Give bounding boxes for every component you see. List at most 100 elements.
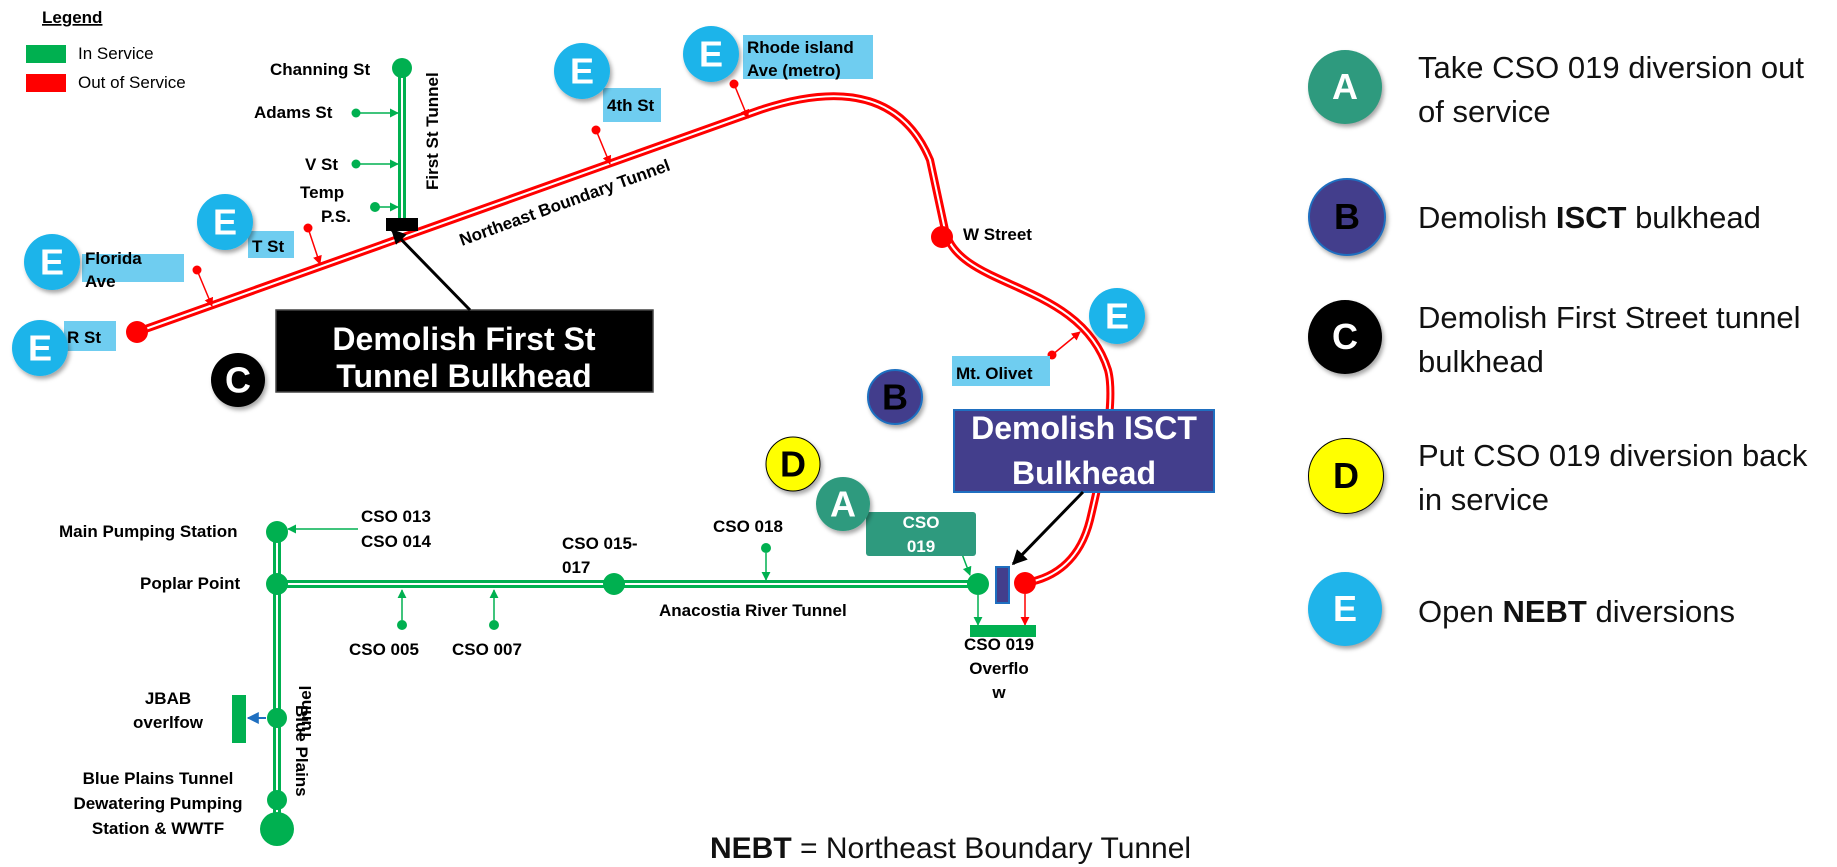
svg-text:E: E: [213, 202, 237, 243]
first-st-tunnel: First St Tunnel Channing St Adams St V S…: [254, 58, 442, 226]
legend-title: Legend: [42, 8, 102, 27]
step-text-content: Demolish First Street tunnel bulkhead: [1418, 296, 1830, 384]
step-b: B Demolish ISCT bulkhead: [1300, 168, 1830, 268]
art-tunnel-label: Anacostia River Tunnel: [659, 601, 847, 620]
isct-bulkhead: [995, 566, 1010, 604]
step-text-content: Take CSO 019 diversion out of service: [1418, 46, 1830, 134]
temp-ps-label-line2: P.S.: [321, 207, 351, 226]
florida-ave-flow-arrow: [196, 269, 214, 307]
step-c-badge: C: [1308, 300, 1382, 374]
marker-e-r-st: E: [12, 320, 68, 376]
cso-019-diversion-flow-arrow: [961, 553, 972, 576]
v-st-label: V St: [305, 155, 338, 174]
temp-ps-node: [370, 202, 380, 212]
marker-a: A: [816, 477, 870, 531]
step-text-part: Put CSO 019 diversion back in service: [1418, 438, 1808, 517]
svg-text:B: B: [882, 377, 908, 418]
cso-007-label: CSO 007: [452, 640, 522, 659]
legend-swatch-out-of-service: [26, 74, 66, 92]
step-d-badge: D: [1308, 438, 1384, 514]
step-a: A Take CSO 019 diversion out of service: [1300, 40, 1830, 140]
legend-label-in-service: In Service: [78, 44, 154, 63]
cso-019-box: [866, 512, 976, 556]
isct-callout-line2: Bulkhead: [1012, 455, 1156, 491]
poplar-point-node: [266, 573, 288, 595]
mt-olivet-label: Mt. Olivet: [956, 364, 1033, 383]
t-st-highlight: [248, 231, 294, 258]
step-e-badge: E: [1308, 572, 1382, 646]
cso-018-node: [761, 543, 771, 553]
rhode-island-highlight: [743, 35, 873, 79]
step-c-text: Demolish First Street tunnel bulkhead: [1418, 290, 1830, 390]
isct-callout-line1: Demolish ISCT: [971, 410, 1197, 446]
blue-plains-mid-node: [267, 790, 287, 810]
adams-st-label: Adams St: [254, 103, 333, 122]
cso-019-red-node: [1014, 572, 1036, 594]
r-st-label: R St: [67, 328, 101, 347]
step-text-part: diversions: [1586, 594, 1736, 629]
svg-text:E: E: [699, 34, 723, 75]
step-text-part: Demolish: [1418, 200, 1556, 235]
t-st-flow-arrow: [307, 227, 322, 265]
svg-text:E: E: [1105, 296, 1129, 337]
rhode-island-label-line2: Ave (metro): [747, 61, 841, 80]
cso-015-label-line1: CSO 015-: [562, 534, 638, 553]
jbab-overflow-bar: [232, 695, 246, 743]
main-pumping-station-node: [266, 521, 288, 543]
step-e: E Open NEBT diversions: [1300, 562, 1830, 662]
nebt-definition: NEBT = Northeast Boundary Tunnel: [710, 832, 1191, 866]
step-text-content: Open NEBT diversions: [1418, 590, 1735, 634]
jbab-node: [267, 708, 287, 728]
step-text-content: Put CSO 019 diversion back in service: [1418, 434, 1830, 522]
temp-ps-label-line1: Temp: [300, 183, 344, 202]
step-text-part: Open: [1418, 594, 1503, 629]
florida-ave-label-line2: Ave: [85, 272, 116, 291]
marker-c: C: [211, 353, 265, 407]
cso-019-green-node: [967, 573, 989, 595]
step-a-text: Take CSO 019 diversion out of service: [1418, 40, 1830, 140]
step-e-text: Open NEBT diversions: [1418, 562, 1830, 662]
step-c: C Demolish First Street tunnel bulkhead: [1300, 290, 1830, 390]
step-text-part: Demolish First Street tunnel bulkhead: [1418, 300, 1801, 379]
legend-label-out-of-service: Out of Service: [78, 73, 186, 92]
isct-callout-arrow: [1011, 490, 1085, 566]
w-street-label: W Street: [963, 225, 1032, 244]
r-st-highlight: [64, 321, 116, 351]
callouts: Demolish First St Tunnel Bulkhead Demoli…: [275, 228, 1215, 566]
svg-text:D: D: [780, 444, 806, 485]
step-d-text: Put CSO 019 diversion back in service: [1418, 428, 1830, 528]
bpt-tunnel-label-line2: Tunnel: [296, 686, 315, 740]
nebt-abbr: NEBT: [710, 832, 792, 865]
marker-e-florida: E: [24, 234, 80, 290]
channing-st-label: Channing St: [270, 60, 370, 79]
marker-e-t-st: E: [197, 194, 253, 250]
svg-text:E: E: [40, 242, 64, 283]
isct-callout-box: [953, 409, 1215, 493]
cso-005-node: [397, 620, 407, 630]
cso-019-box-line2: 019: [907, 537, 935, 556]
florida-ave-label-line1: Florida: [85, 249, 142, 268]
nebt-tunnel-center: [136, 95, 1112, 584]
4th-st-flow-arrow: [595, 129, 612, 165]
4th-st-highlight: [603, 88, 661, 122]
rhode-island-label-line1: Rhode island: [747, 38, 854, 57]
map-markers: E E E E E E C B: [12, 26, 1145, 531]
cso-013-label: CSO 013: [361, 507, 431, 526]
bpt-tunnel-label-line1: Blue Plains: [292, 705, 311, 797]
first-st-callout-line2: Tunnel Bulkhead: [336, 358, 591, 394]
step-text-bold: ISCT: [1555, 200, 1627, 235]
rhode-island-flow-arrow: [733, 83, 750, 119]
first-st-tunnel-label: First St Tunnel: [423, 72, 442, 190]
cso-014-label: CSO 014: [361, 532, 431, 551]
mt-olivet-flow-arrow: [1051, 331, 1081, 356]
cso-005-label: CSO 005: [349, 640, 419, 659]
t-st-label: T St: [252, 237, 284, 256]
v-st-node: [351, 159, 361, 169]
step-text-content: Demolish ISCT bulkhead: [1418, 196, 1761, 240]
overflow-label-line2: Overflo: [969, 659, 1029, 678]
first-st-callout-box: [275, 309, 654, 393]
first-st-callout-line1: Demolish First St: [332, 321, 596, 357]
blue-plains-station-line1: Blue Plains Tunnel: [83, 769, 234, 788]
first-st-callout-arrow: [390, 228, 472, 312]
